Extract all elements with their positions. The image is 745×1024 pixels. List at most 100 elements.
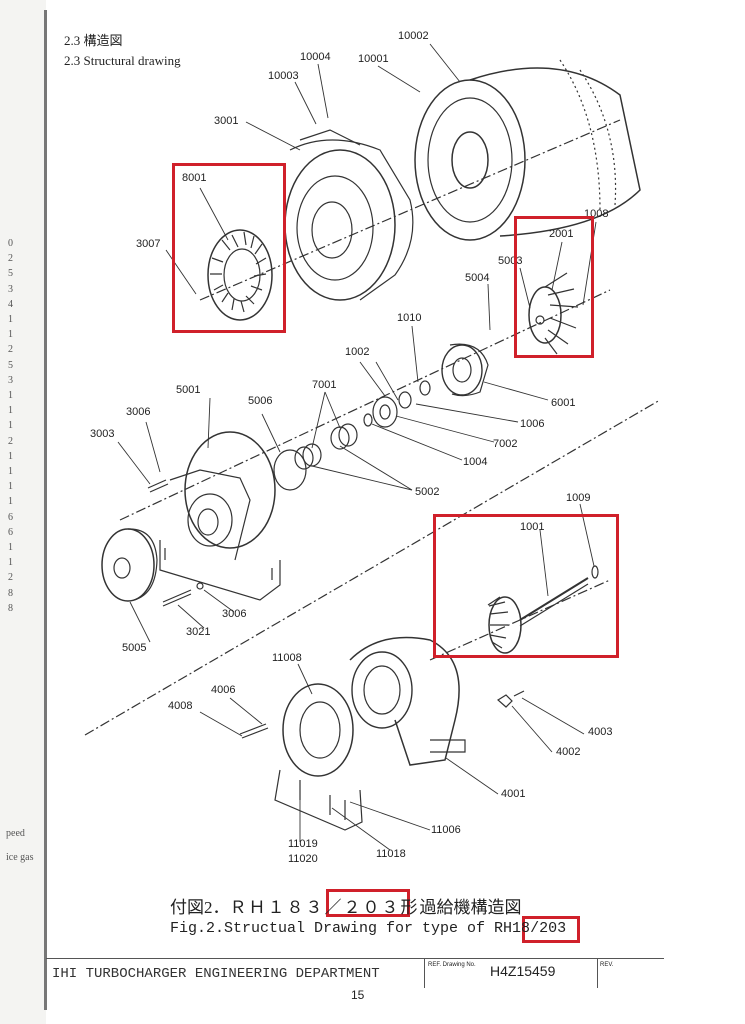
adjacent-page-number: 8 [8, 587, 13, 599]
part-label-10004: 10004 [300, 51, 331, 63]
part-label-5004: 5004 [465, 272, 490, 284]
rev-label: REV. [600, 962, 614, 968]
part-label-3007: 3007 [136, 238, 161, 250]
seal-plate-drawing [441, 343, 489, 397]
adjacent-page-number: 1 [8, 405, 13, 417]
adjacent-page-number: 1 [8, 450, 13, 462]
ring-1009-drawing [591, 565, 599, 579]
adjacent-page-number: 6 [8, 511, 13, 523]
compressor-impeller-drawing [528, 272, 579, 355]
drawing-number: H4Z15459 [490, 963, 556, 979]
part-label-4002: 4002 [556, 746, 581, 758]
adjacent-page-number: 0 [8, 238, 13, 249]
part-label-1004: 1004 [463, 456, 488, 468]
part-label-10001: 10001 [358, 53, 389, 65]
adjacent-page-strip [0, 0, 46, 1024]
adjacent-page-number: 1 [8, 557, 13, 569]
adjacent-page-number: 6 [8, 526, 13, 538]
department-name: IHI TURBOCHARGER ENGINEERING DEPARTMENT [52, 966, 380, 982]
bolt-4008-drawing [239, 723, 269, 739]
part-label-3001: 3001 [214, 115, 239, 127]
drawing-sheet [44, 10, 667, 1010]
part-label-4001: 4001 [501, 788, 526, 800]
part-label-11018: 11018 [376, 848, 406, 860]
highlight-box-diffuser [172, 163, 286, 333]
adjacent-page-number: 1 [8, 329, 13, 341]
title-block [46, 958, 664, 989]
adjacent-page-number: 1 [8, 542, 13, 553]
adjacent-page-number: 2 [8, 572, 13, 584]
part-label-8001: 8001 [182, 172, 207, 184]
adjacent-page-number: 4 [8, 298, 13, 310]
filter-silencer-drawing [414, 59, 641, 241]
adjacent-page-number: 1 [8, 390, 13, 401]
adjacent-page-number: 2 [8, 253, 13, 265]
caption-en-boxed: /203 [530, 920, 567, 937]
adjacent-page-number: 3 [8, 283, 13, 295]
diffuser-drawing [207, 229, 273, 321]
highlight-box-impeller [514, 216, 594, 358]
caption-jp-suffix: 過給機構造図 [419, 898, 522, 917]
adjacent-page-number: 1 [8, 496, 13, 508]
part-label-5002: 5002 [415, 486, 440, 498]
ring-1010-drawing [419, 380, 431, 396]
thrust-bearing-drawing [372, 396, 398, 428]
axis-line-mid [119, 289, 611, 521]
part-label-1002: 1002 [345, 346, 370, 358]
part-label-11019: 11019 [288, 838, 318, 850]
page-number: 15 [351, 988, 365, 1002]
part-label-5001: 5001 [176, 384, 201, 396]
caption-jp-prefix: 付図2． [170, 898, 230, 917]
part-label-11006: 11006 [431, 824, 461, 836]
bolt-3003-drawing [147, 479, 169, 493]
part-label-10002: 10002 [398, 30, 429, 42]
part-label-7002: 7002 [493, 438, 518, 450]
part-label-7001: 7001 [312, 379, 337, 391]
ref-drawing-label: REF. Drawing No. [428, 962, 476, 968]
figure-caption-en: Fig.2.Structual Drawing for type of RH18… [170, 920, 566, 937]
adjacent-page-number: 2 [8, 435, 13, 447]
part-label-10003: 10003 [268, 70, 299, 82]
axis-line-diag [84, 399, 661, 736]
adjacent-page-number: 1 [8, 420, 13, 432]
adjacent-page-number: 5 [8, 359, 13, 371]
part-label-5005: 5005 [122, 642, 147, 654]
part-label-5006: 5006 [248, 395, 273, 407]
bearing-housing-drawing [159, 431, 281, 601]
part-label-3003: 3003 [90, 428, 115, 440]
adjacent-text-2: ice gas [6, 852, 34, 863]
adjacent-page-number: 1 [8, 466, 13, 477]
adjacent-page-number: 3 [8, 374, 13, 386]
part-label-1006: 1006 [520, 418, 545, 430]
end-cover-drawing [101, 528, 158, 602]
part-label-6001: 6001 [551, 397, 576, 409]
highlight-box-caption-jp [326, 889, 410, 917]
figure-caption-jp: 付図2．ＲＨ１８３／２０３形過給機構造図 [170, 893, 522, 919]
adjacent-page-number: 5 [8, 268, 13, 280]
part-label-4006: 4006 [211, 684, 236, 696]
highlight-box-caption-en [522, 916, 580, 943]
caption-jp-model: ＲＨ１８３ [229, 900, 325, 919]
compressor-casing-drawing [284, 129, 414, 301]
part-label-4008: 4008 [168, 700, 193, 712]
part-label-4003: 4003 [588, 726, 613, 738]
adjacent-text-1: peed [6, 828, 25, 839]
part-label-3006-top: 3006 [126, 406, 151, 418]
turbine-rotor-drawing [487, 565, 599, 654]
o-ring-5006-drawing [273, 449, 307, 491]
caption-en-main: Fig.2.Structual Drawing for type of RH18 [170, 920, 531, 937]
part-label-1009: 1009 [566, 492, 591, 504]
caption-jp-boxed: ／２０３形 [324, 900, 420, 919]
adjacent-page-number: 8 [8, 602, 13, 614]
adjacent-page-number: 2 [8, 344, 13, 356]
highlight-box-turbine-rotor [433, 514, 619, 658]
part-label-3021: 3021 [186, 626, 211, 638]
part-label-1001: 1001 [520, 521, 545, 533]
part-label-1010: 1010 [397, 312, 422, 324]
section-title-jp: 2.3 構造図 [64, 33, 123, 48]
axis-line-top [199, 119, 621, 301]
turbine-support-drawing [274, 683, 363, 831]
part-4003-drawing [513, 690, 525, 697]
